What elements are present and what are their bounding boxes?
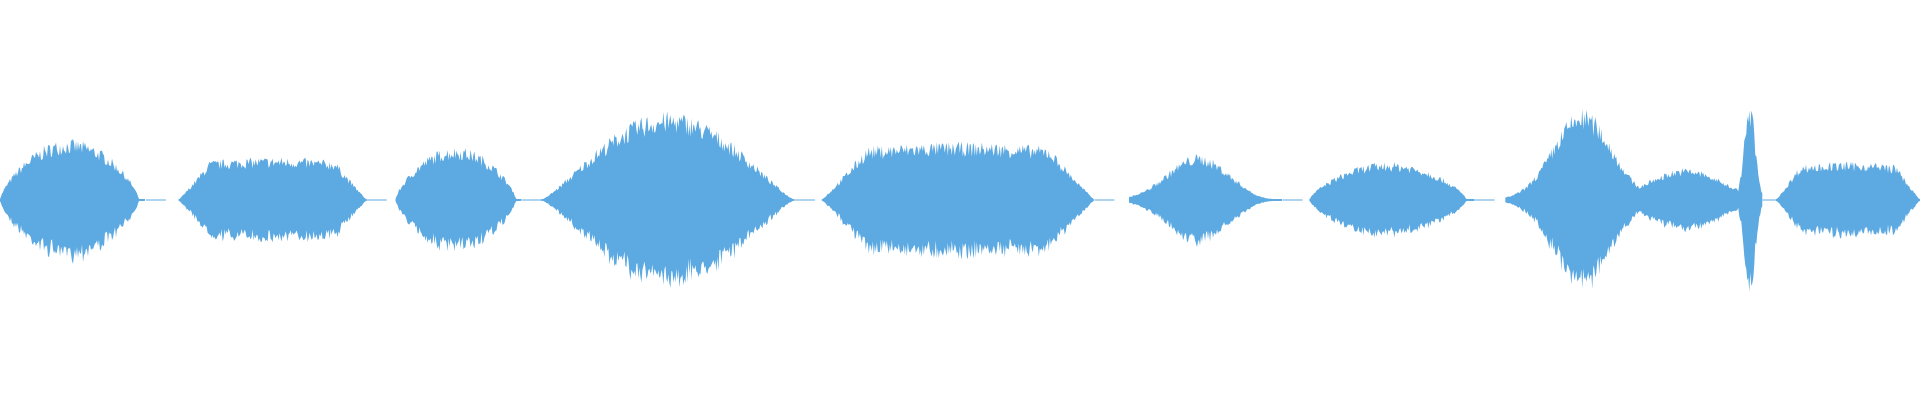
waveform-segment-5	[821, 141, 1115, 260]
waveform-body	[1776, 161, 1920, 239]
waveform-segment-4	[541, 111, 815, 288]
waveform-segment-7	[1309, 162, 1495, 238]
waveform-segment-6	[1129, 154, 1303, 247]
waveform-body	[1309, 162, 1475, 238]
waveform-segment-1	[0, 138, 166, 264]
waveform-segment-2	[178, 157, 387, 243]
waveform-body	[821, 141, 1094, 260]
waveform-body	[1505, 108, 1763, 292]
waveform-body	[1129, 154, 1282, 247]
waveform-body	[178, 157, 367, 243]
waveform-segment-3	[395, 148, 543, 252]
waveform-body	[0, 138, 145, 264]
waveform-segment-9	[1776, 161, 1920, 239]
waveform-body	[541, 111, 795, 288]
waveform-segment-8	[1505, 108, 1783, 292]
waveform-body	[395, 148, 522, 252]
